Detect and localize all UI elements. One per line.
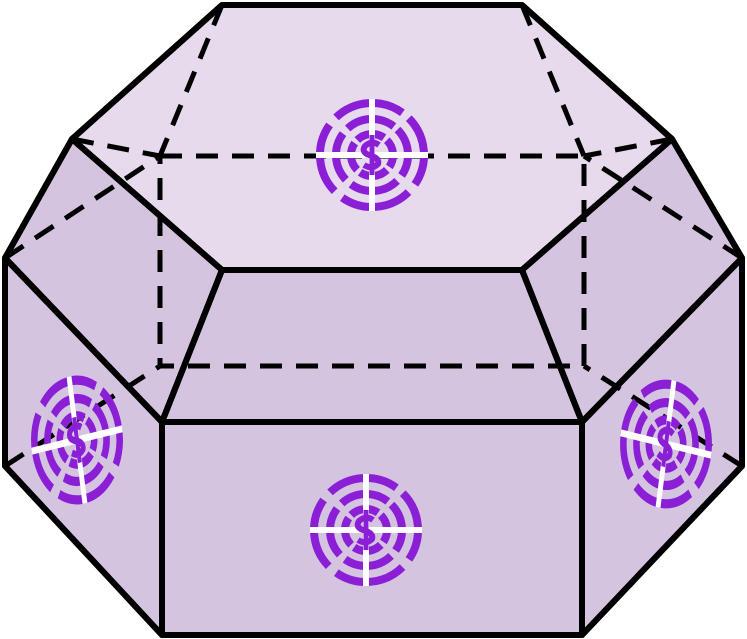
upper-front-face xyxy=(159,267,585,425)
hidden-edges xyxy=(3,4,744,469)
